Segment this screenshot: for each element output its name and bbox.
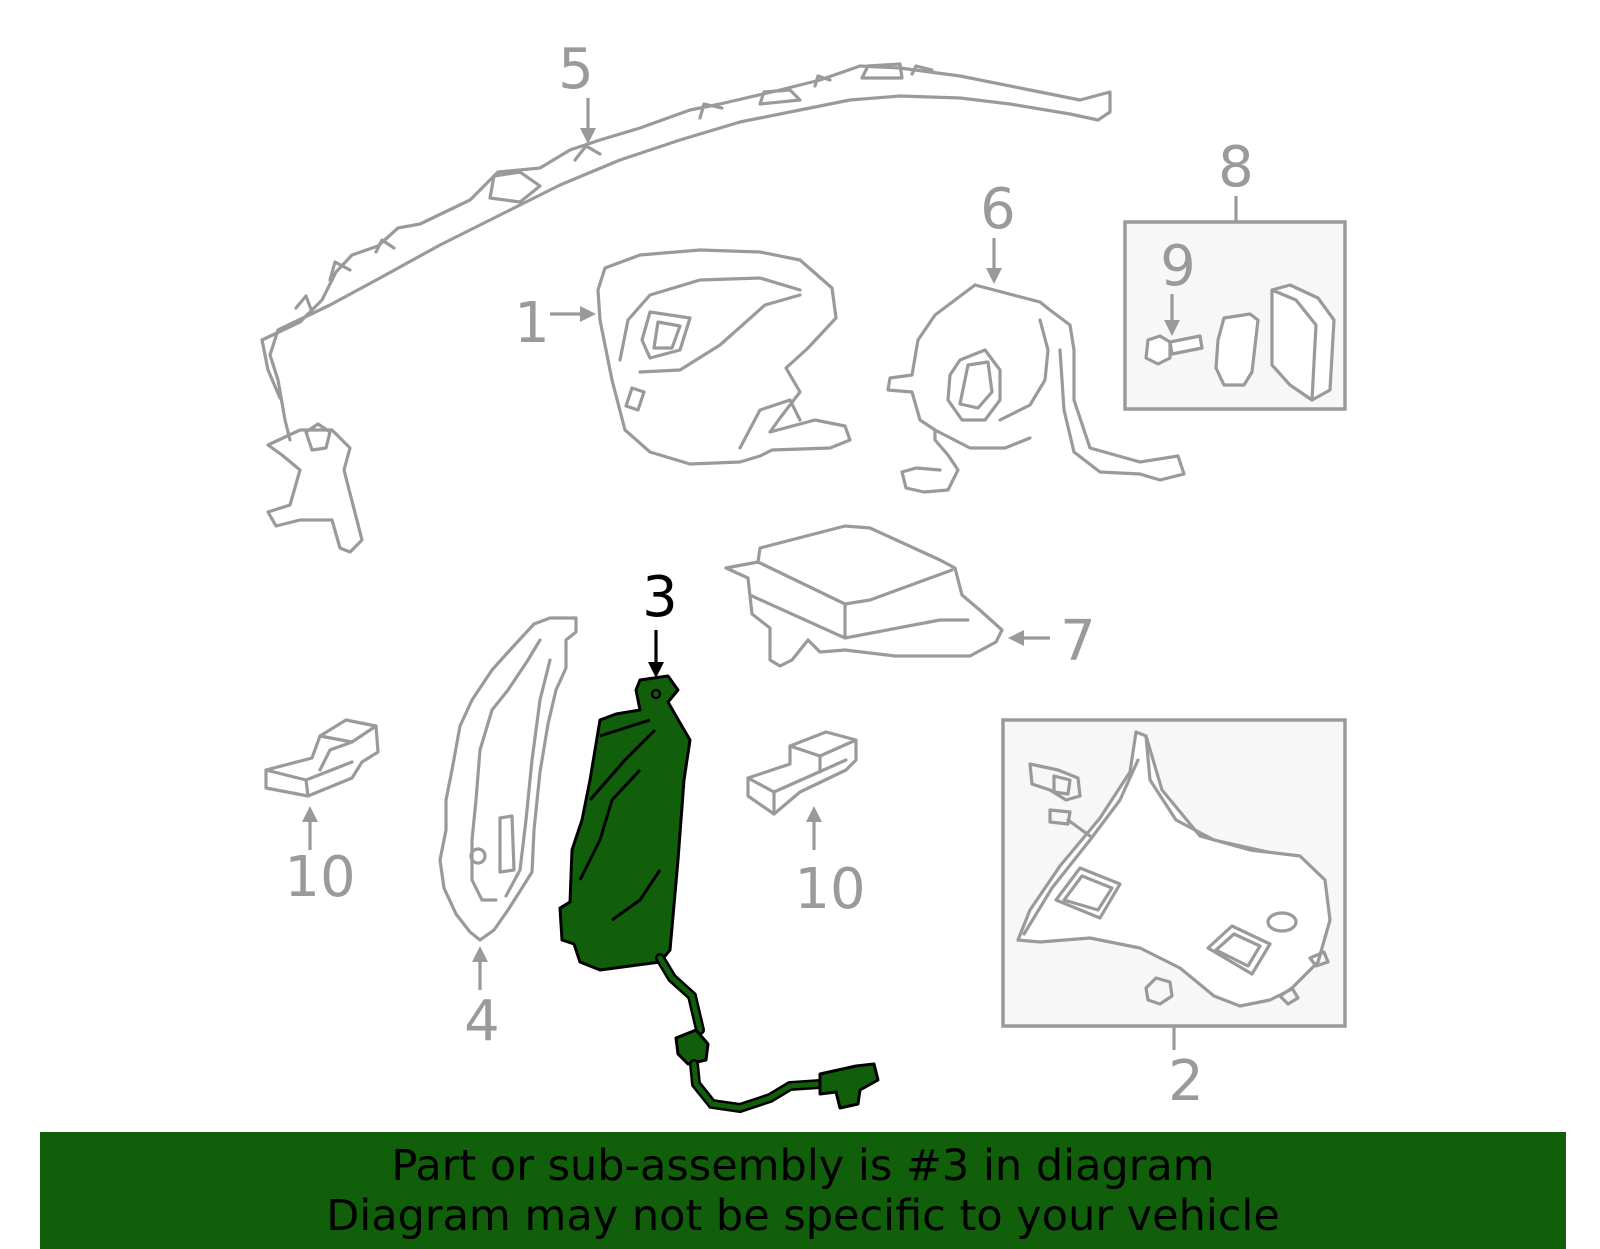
callout-6: 6 [980, 177, 1016, 284]
svg-text:8: 8 [1218, 135, 1254, 200]
svg-text:2: 2 [1168, 1049, 1204, 1114]
svg-text:6: 6 [980, 177, 1016, 242]
part-6-clockspring[interactable] [886, 283, 1186, 494]
banner-line-1: Part or sub-assembly is #3 in diagram [391, 1140, 1215, 1191]
callout-1: 1 [514, 291, 596, 356]
svg-text:3: 3 [642, 565, 678, 630]
part-5-curtain-airbag[interactable] [260, 62, 1112, 554]
svg-text:9: 9 [1160, 234, 1196, 299]
part-10-clip-left[interactable] [264, 718, 380, 798]
callout-9: 9 [1160, 234, 1196, 336]
callout-10-right: 10 [794, 806, 866, 922]
part-7-srs-control-unit[interactable] [724, 524, 1004, 668]
svg-text:1: 1 [514, 291, 550, 356]
svg-text:5: 5 [558, 37, 594, 102]
part-1-driver-airbag[interactable] [596, 248, 852, 466]
callout-5: 5 [558, 37, 596, 144]
callout-3: 3 [642, 565, 678, 678]
part-10-clip-right[interactable] [746, 730, 858, 816]
part-4-seat-panel[interactable] [438, 616, 578, 942]
svg-text:4: 4 [464, 989, 500, 1054]
part-3-side-airbag[interactable] [558, 674, 880, 1114]
callout-2: 2 [1168, 1026, 1204, 1114]
svg-text:10: 10 [794, 857, 865, 922]
callout-8: 8 [1218, 135, 1254, 222]
callout-7: 7 [1008, 609, 1096, 674]
banner-line-2: Diagram may not be specific to your vehi… [326, 1190, 1280, 1241]
svg-text:7: 7 [1060, 609, 1096, 674]
callout-4: 4 [464, 946, 500, 1054]
part-9-bolt[interactable] [1144, 334, 1204, 366]
part-8-sensor-kit[interactable] [1214, 283, 1336, 402]
part-2-passenger-airbag[interactable] [1016, 730, 1332, 1008]
svg-text:10: 10 [284, 845, 355, 910]
callout-10-left: 10 [284, 806, 356, 910]
info-banner: Part or sub-assembly is #3 in diagram Di… [40, 1132, 1566, 1249]
